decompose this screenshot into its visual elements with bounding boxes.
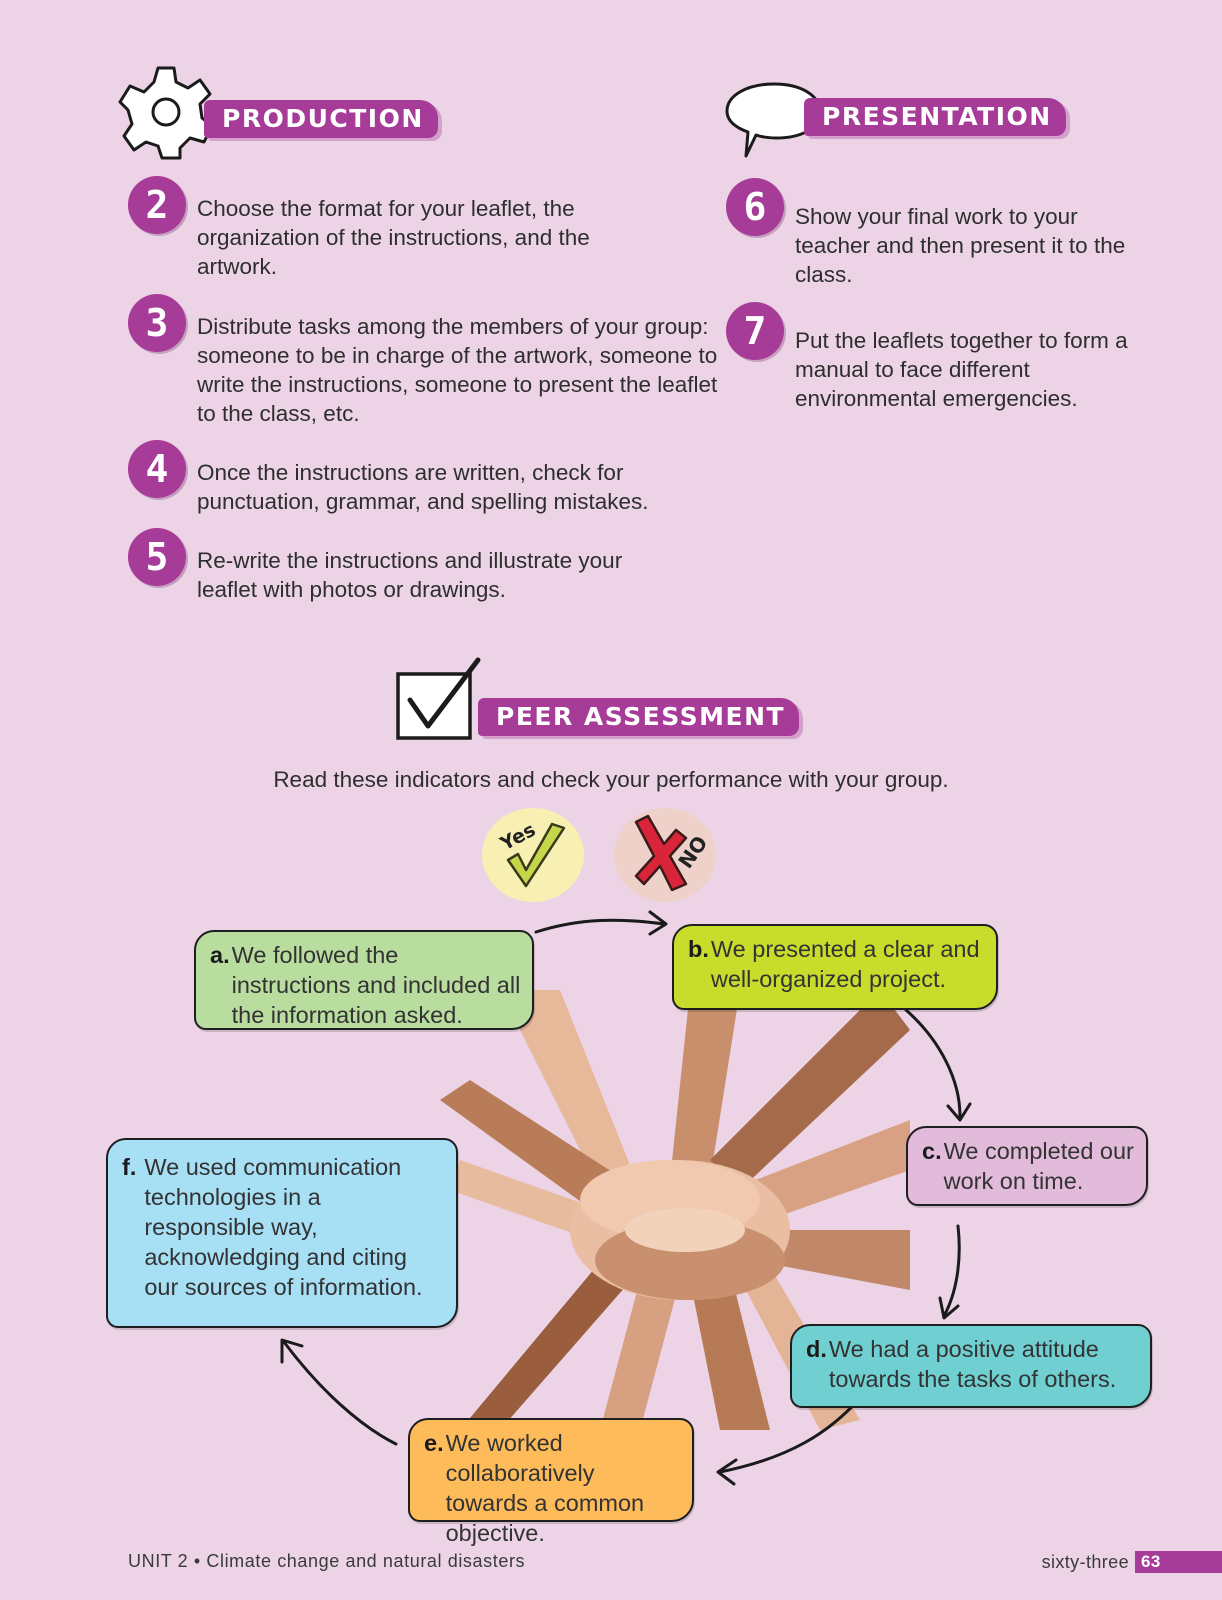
step-number: 5: [128, 528, 186, 586]
indicator-text: We completed our work on time.: [943, 1138, 1134, 1194]
presentation-title: PRESENTATION: [804, 98, 1066, 136]
indicator-text: We presented a clear and well-organized …: [710, 936, 980, 992]
step-text: Re-write the instructions and illustrate…: [197, 548, 623, 602]
step-number: 6: [726, 178, 784, 236]
step-text: Choose the format for your leaflet, the …: [197, 196, 590, 279]
indicator-a: a. We followed the instructions and incl…: [194, 930, 534, 1030]
indicator-letter: c.: [922, 1138, 942, 1164]
peer-assessment-header: PEER ASSESSMENT: [394, 656, 814, 740]
presentation-step-7: 7 Put the leaflets together to form a ma…: [726, 302, 1166, 413]
indicator-f: f. We used communication technologies in…: [106, 1138, 458, 1328]
production-step-4: 4 Once the instructions are written, che…: [128, 440, 728, 516]
indicator-letter: d.: [806, 1336, 827, 1362]
indicator-text: We worked collaboratively towards a comm…: [445, 1430, 645, 1546]
stacked-hands-photo: [440, 990, 910, 1430]
step-number: 2: [128, 176, 186, 234]
indicator-letter: a.: [210, 942, 230, 968]
indicator-e: e. We worked collaboratively towards a c…: [408, 1418, 694, 1546]
cross-mark-icon: [634, 814, 688, 892]
page-number-words: sixty-three: [1041, 1551, 1129, 1572]
presentation-header: PRESENTATION: [724, 80, 1074, 160]
step-number: 4: [128, 440, 186, 498]
presentation-step-6: 6 Show your final work to your teacher a…: [726, 178, 1166, 289]
footer-unit: UNIT 2 • Climate change and natural disa…: [128, 1551, 526, 1571]
indicator-c: c. We completed our work on time.: [906, 1126, 1148, 1206]
production-step-2: 2 Choose the format for your leaflet, th…: [128, 176, 728, 281]
gear-icon: [118, 66, 214, 160]
indicator-text: We followed the instructions and include…: [231, 942, 521, 1028]
indicator-d: d. We had a positive attitude towards th…: [790, 1324, 1152, 1408]
footer-page: sixty-three 63: [1042, 1551, 1222, 1573]
step-text: Once the instructions are written, check…: [197, 460, 649, 514]
production-title: PRODUCTION: [204, 100, 438, 138]
production-step-5: 5 Re-write the instructions and illustra…: [128, 528, 728, 604]
step-number: 3: [128, 294, 186, 352]
step-text: Put the leaflets together to form a manu…: [795, 328, 1128, 411]
step-text: Show your final work to your teacher and…: [795, 204, 1126, 287]
peer-assessment-title: PEER ASSESSMENT: [478, 698, 800, 736]
page-number: 63: [1135, 1551, 1222, 1573]
production-step-3: 3 Distribute tasks among the members of …: [128, 294, 728, 428]
indicator-text: We used communication technologies in a …: [144, 1154, 423, 1300]
step-text: Distribute tasks among the members of yo…: [197, 314, 718, 426]
yes-badge: Yes: [482, 808, 584, 902]
indicator-letter: f.: [122, 1154, 137, 1180]
indicator-text: We had a positive attitude towards the t…: [828, 1336, 1117, 1392]
check-mark-icon: [506, 822, 566, 888]
step-number: 7: [726, 302, 784, 360]
indicator-letter: e.: [424, 1430, 444, 1456]
production-header: PRODUCTION: [118, 64, 448, 160]
checkbox-icon: [396, 657, 481, 740]
peer-assessment-intro: Read these indicators and check your per…: [273, 767, 949, 792]
no-badge: NO: [614, 808, 716, 902]
indicator-letter: b.: [688, 936, 709, 962]
indicator-b: b. We presented a clear and well-organiz…: [672, 924, 998, 1010]
